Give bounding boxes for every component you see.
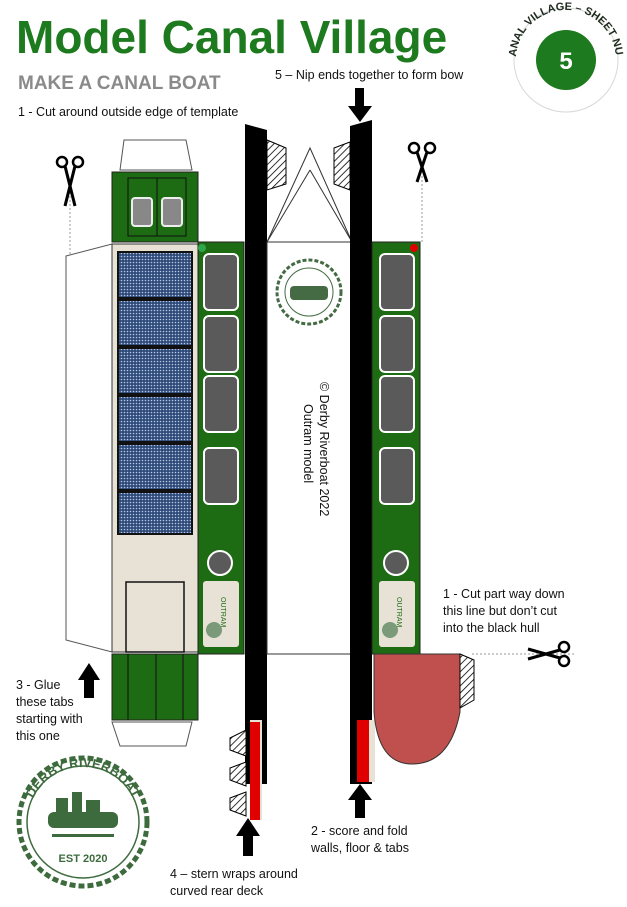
copyright-line2: Outram model bbox=[301, 404, 315, 483]
rear-deck bbox=[373, 653, 475, 765]
instruction-step4: 4 – stern wraps around curved rear deck bbox=[170, 866, 298, 900]
up-arrow-icon bbox=[78, 663, 100, 698]
copyright-line1: © Derby Riverboat 2022 bbox=[317, 382, 331, 516]
page-subtitle: MAKE A CANAL BOAT bbox=[18, 73, 221, 94]
instruction-line: 2 - score and fold bbox=[311, 824, 408, 838]
cabin-window-strip bbox=[117, 251, 193, 535]
instruction-line: this one bbox=[16, 729, 60, 743]
instruction-step3: 3 - Glue these tabs starting with this o… bbox=[16, 677, 83, 745]
instruction-line: 3 - Glue bbox=[16, 678, 61, 692]
instruction-step5: 5 – Nip ends together to form bow bbox=[275, 68, 464, 82]
instruction-line: into the black hull bbox=[443, 621, 540, 635]
down-arrow-icon bbox=[348, 88, 372, 122]
instruction-line: 4 – stern wraps around bbox=[170, 867, 298, 881]
instruction-line: 1 - Cut part way down bbox=[443, 587, 565, 601]
page-title: Model Canal Village bbox=[16, 11, 448, 63]
copyright-block: © Derby Riverboat 2022 Outram model bbox=[276, 382, 356, 522]
scissors-icon bbox=[527, 640, 571, 668]
derby-riverboat-logo: DERBY RIVERBOAT EST 2020 bbox=[16, 755, 150, 889]
logo-bottom-text: EST 2020 bbox=[59, 853, 108, 865]
badge-number: 5 bbox=[559, 48, 572, 75]
floor-panel bbox=[266, 146, 353, 655]
instruction-line: walls, floor & tabs bbox=[311, 841, 409, 855]
instruction-step1b: 1 - Cut part way down this line but don’… bbox=[443, 586, 565, 637]
up-arrow-icon bbox=[236, 818, 260, 856]
instruction-line: these tabs bbox=[16, 695, 74, 709]
up-arrow-icon bbox=[348, 784, 372, 818]
instruction-step1: 1 - Cut around outside edge of template bbox=[18, 105, 239, 119]
right-hull-side: OUTRAM bbox=[371, 241, 421, 655]
instruction-step2: 2 - score and fold walls, floor & tabs bbox=[311, 823, 409, 857]
right-hull-black bbox=[333, 120, 375, 784]
scissors-icon bbox=[55, 155, 85, 207]
instruction-line: curved rear deck bbox=[170, 884, 264, 898]
instruction-line: this line but don’t cut bbox=[443, 604, 557, 618]
boat-name-label: OUTRAM bbox=[219, 597, 226, 628]
left-hull-black bbox=[245, 124, 287, 820]
scissors-icon bbox=[407, 141, 437, 183]
copyright-text-svg: © Derby Riverboat 2022 Outram model bbox=[301, 382, 331, 516]
boat-name-label: OUTRAM bbox=[395, 597, 402, 628]
cabin-roof-piece bbox=[65, 139, 199, 747]
left-hull-side: OUTRAM bbox=[197, 241, 245, 655]
sheet-number-badge: MODEL CANAL VILLAGE – SHEET NUMBE FIVE 5 bbox=[0, 0, 625, 113]
instruction-line: starting with bbox=[16, 712, 83, 726]
